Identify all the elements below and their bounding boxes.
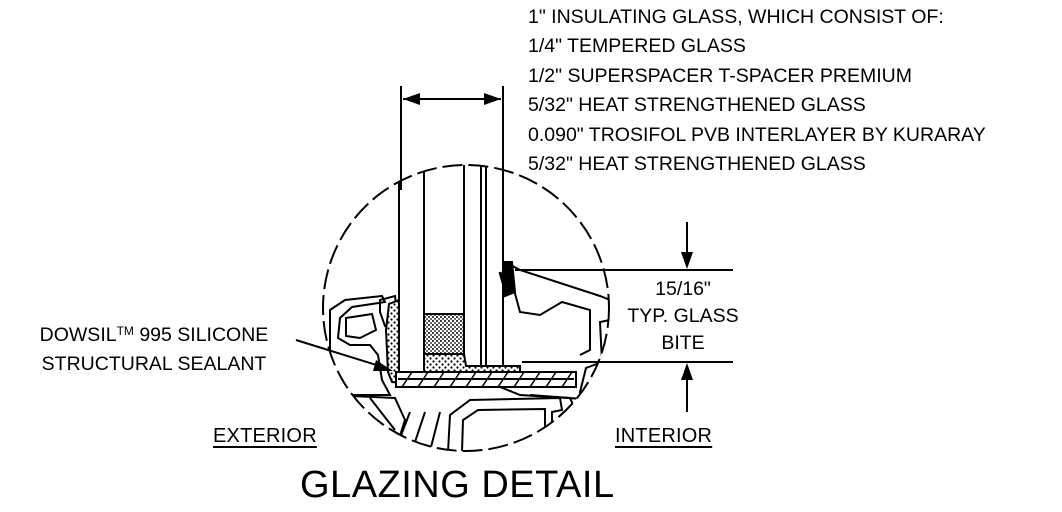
sealant-line-2: STRUCTURAL SEALANT: [41, 353, 267, 375]
glass-bite-label: TYP. GLASS: [627, 305, 739, 327]
glass-specification-notes: 1" INSULATING GLASS, WHICH CONSIST OF: 1…: [528, 3, 986, 179]
glass-thickness-dimension: [400, 86, 504, 190]
spec-line: 1/4" TEMPERED GLASS: [528, 35, 746, 58]
warm-edge-spacer: [423, 313, 465, 355]
sealant-leader: [295, 339, 393, 371]
exterior-label: EXTERIOR: [213, 425, 317, 447]
glass-bite-note: 15/16" TYP. GLASS BITE: [618, 276, 748, 357]
interior-label: INTERIOR: [615, 425, 713, 447]
spec-line: 5/32" HEAT STRENGTHENED GLASS: [528, 153, 866, 176]
spec-line: 5/32" HEAT STRENGTHENED GLASS: [528, 94, 866, 117]
glass-bite-dimension: [515, 222, 733, 412]
spec-line: 1/2" SUPERSPACER T-SPACER PREMIUM: [528, 64, 913, 87]
sealant-brand: DOWSIL: [39, 324, 117, 346]
trademark-symbol: TM: [116, 324, 134, 338]
setting-block: [395, 371, 577, 388]
interior-frame-section: [447, 261, 609, 451]
sealant-product: 995 SILICONE: [133, 324, 269, 346]
spec-line: 0.090" TROSIFOL PVB INTERLAYER BY KURARA…: [528, 123, 986, 146]
sealant-note: DOWSILTM 995 SILICONE STRUCTURAL SEALANT: [4, 322, 304, 378]
spec-line: 1" INSULATING GLASS, WHICH CONSIST OF:: [528, 6, 944, 28]
sealant-line-1: DOWSILTM 995 SILICONE: [4, 322, 304, 351]
detail-circle: [322, 164, 610, 452]
glass-bite-label: BITE: [661, 332, 705, 354]
drawing-title: GLAZING DETAIL: [300, 464, 615, 506]
glass-bite-value: 15/16": [655, 278, 711, 300]
